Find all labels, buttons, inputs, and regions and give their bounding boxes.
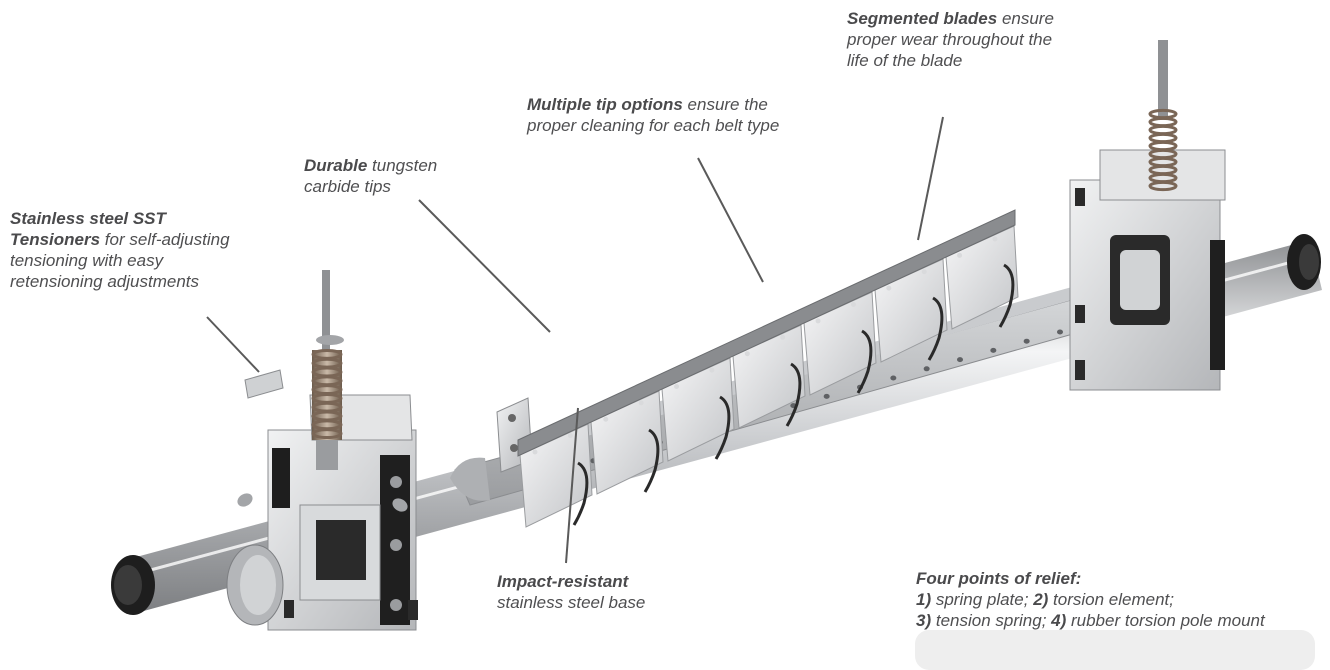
callout-bold: Stainless steel SST xyxy=(10,209,166,228)
callout-impact-resistant: Impact-resistant stainless steel base xyxy=(497,571,645,613)
callout-four-points-of-relief: Four points of relief: 1) spring plate; … xyxy=(916,568,1265,631)
left-tensioner xyxy=(226,270,418,631)
callout-text: ensure xyxy=(997,9,1054,28)
leader-durable xyxy=(418,199,551,333)
relief-text: tension spring; xyxy=(931,611,1052,630)
leader-segmented xyxy=(917,116,944,241)
relief-number: 4) xyxy=(1051,611,1067,630)
right-end-cap xyxy=(1287,234,1321,290)
belt-cleaner-illustration xyxy=(111,40,1322,631)
callout-bold: Multiple tip options xyxy=(527,95,683,114)
callout-bold: Segmented blades xyxy=(847,9,998,28)
callout-text: ensure the xyxy=(682,95,768,114)
callout-bold: Durable xyxy=(304,156,368,175)
callout-bold: Tensioners xyxy=(10,230,101,249)
blade-segment xyxy=(661,357,735,462)
relief-number: 1) xyxy=(916,590,932,609)
relief-number: 2) xyxy=(1033,590,1049,609)
carbide-tip-strip xyxy=(517,209,1016,457)
callout-multiple-tip-options: Multiple tip options ensure the proper c… xyxy=(527,94,779,136)
callout-text: carbide tips xyxy=(304,177,391,196)
relief-number: 3) xyxy=(916,611,932,630)
callout-stainless-tensioners: Stainless steel SST Tensioners for self-… xyxy=(10,208,230,292)
relief-info-box xyxy=(915,630,1315,670)
leader-stainless xyxy=(206,316,260,373)
callout-title: Four points of relief: xyxy=(916,569,1082,588)
callout-text: proper wear throughout the xyxy=(847,30,1053,49)
callout-text: life of the blade xyxy=(847,51,963,70)
blade-segment xyxy=(732,324,806,429)
leader-impact xyxy=(565,407,579,564)
callout-durable: Durable tungsten carbide tips xyxy=(304,155,437,197)
relief-text: torsion element; xyxy=(1048,590,1174,609)
callout-segmented-blades: Segmented blades ensure proper wear thro… xyxy=(847,8,1054,71)
callout-text: retensioning adjustments xyxy=(10,272,200,291)
right-tensioner xyxy=(1069,40,1226,391)
callout-text: proper cleaning for each belt type xyxy=(527,116,780,135)
blade-segment xyxy=(590,390,664,495)
blade-segment xyxy=(803,291,877,396)
callout-text: tensioning with easy xyxy=(10,251,164,270)
callout-text: tungsten xyxy=(367,156,438,175)
relief-text: spring plate; xyxy=(931,590,1034,609)
callout-bold: Impact-resistant xyxy=(497,572,629,591)
leader-multiple xyxy=(697,157,764,283)
relief-text: rubber torsion pole mount xyxy=(1066,611,1265,630)
callout-text: stainless steel base xyxy=(497,593,646,612)
callout-text: for self-adjusting xyxy=(100,230,230,249)
callout-leader-lines xyxy=(206,116,944,564)
left-end-cap xyxy=(111,555,155,615)
